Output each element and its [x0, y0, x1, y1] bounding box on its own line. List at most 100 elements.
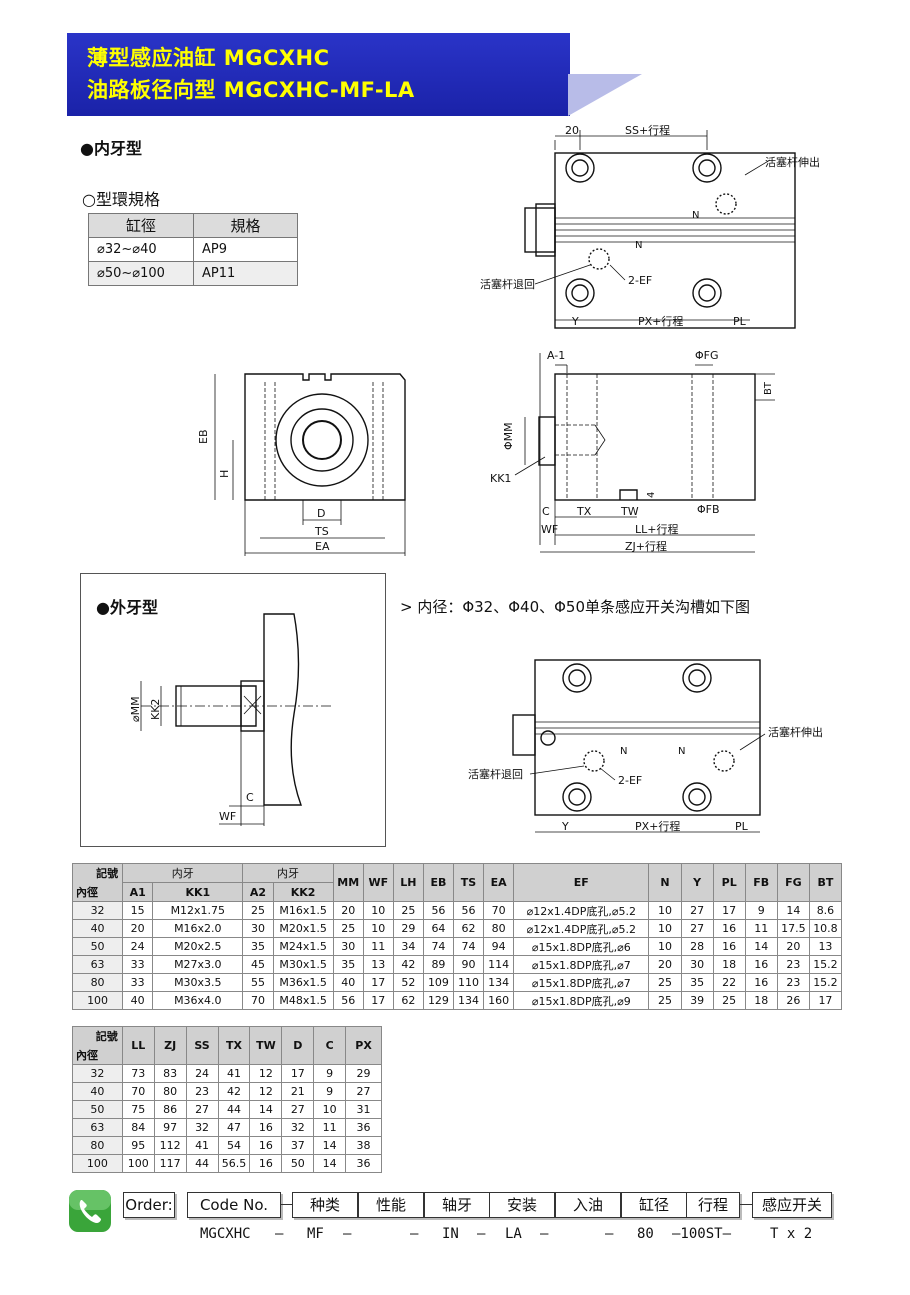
- table1-bore-cell: 63: [71, 955, 124, 974]
- table1-subheader: KK1: [152, 882, 244, 902]
- table1-cell: 10: [648, 901, 682, 920]
- table1-cell: 10.8: [808, 919, 843, 938]
- table2-cell: 70: [121, 1082, 155, 1101]
- order-box-5: 安装: [489, 1192, 555, 1218]
- order-box-0: Order:: [123, 1192, 175, 1218]
- table1-bore-cell: 40: [71, 919, 124, 938]
- front-view-drawing: EB H D TS EA: [197, 373, 406, 556]
- groove-label-retract: 活塞杆退回: [468, 767, 523, 781]
- internal-thread-heading: ●内牙型: [80, 139, 142, 158]
- table1-cell: 42: [392, 955, 424, 974]
- table2-header: ZJ: [153, 1026, 187, 1065]
- phone-icon: [69, 1190, 111, 1232]
- table1-cell: ⌀15x1.8DP底孔,⌀6: [513, 937, 650, 956]
- table2-cell: 27: [185, 1100, 219, 1119]
- dim-fg: ΦFG: [695, 349, 719, 362]
- dim-fb: ΦFB: [697, 503, 720, 516]
- table2-cell: 44: [185, 1154, 219, 1173]
- dim-eb: EB: [197, 430, 210, 445]
- table2-cell: 16: [249, 1154, 283, 1173]
- table2-cell: 100: [121, 1154, 155, 1173]
- table1-corner-top: 記號: [96, 867, 119, 880]
- order-connector: [740, 1204, 752, 1205]
- dim-ext-wf: WF: [219, 810, 236, 823]
- table2-header: PX: [345, 1026, 382, 1065]
- table1-header: BT: [808, 863, 843, 902]
- table1-cell: M16x2.0: [152, 919, 244, 938]
- table2-cell: 16: [249, 1136, 283, 1155]
- dim-ss: SS+行程: [625, 124, 670, 137]
- table1-cell: ⌀15x1.8DP底孔,⌀7: [513, 955, 650, 974]
- table2-header: SS: [185, 1026, 219, 1065]
- table1-bore-cell: 80: [71, 973, 124, 992]
- table2-corner-bottom: 內徑: [76, 1049, 98, 1062]
- order-box-3: 性能: [358, 1192, 424, 1218]
- table2-bore-cell: 63: [72, 1118, 123, 1137]
- dim-ts: TS: [314, 525, 329, 538]
- order-code-part: MGCXHC: [200, 1226, 251, 1242]
- spec-cell: ⌀50~⌀100: [88, 261, 194, 286]
- table1-cell: 30: [680, 955, 714, 974]
- dim-kk1: KK1: [490, 472, 511, 485]
- table1-cell: 16: [712, 937, 746, 956]
- label-extend: 活塞杆伸出: [765, 155, 820, 169]
- table1-cell: M24x1.5: [272, 937, 334, 956]
- order-code-part: —: [605, 1226, 614, 1242]
- order-code-part: —: [410, 1226, 419, 1242]
- table1-subheader: A2: [242, 882, 274, 902]
- table1-cell: 114: [483, 955, 515, 974]
- spec-header-bore: 缸徑: [88, 213, 194, 238]
- dim-a1: A-1: [547, 349, 565, 362]
- table2-cell: 42: [217, 1082, 251, 1101]
- table1-cell: 129: [422, 991, 454, 1010]
- table1-corner-bottom: 內徑: [76, 886, 98, 899]
- spec-cell: AP9: [193, 237, 298, 262]
- table1-cell: 20: [122, 919, 154, 938]
- order-code-part: MF: [307, 1226, 324, 1242]
- order-code-part: —: [477, 1226, 486, 1242]
- table1-cell: 134: [483, 973, 515, 992]
- table1-cell: 56: [332, 991, 364, 1010]
- table2-cell: 47: [217, 1118, 251, 1137]
- table2-bore-cell: 80: [72, 1136, 123, 1155]
- side-view-drawing: A-1 ΦFG BT ΦMM KK1 4 C TX TW ΦFB WF LL+行…: [490, 349, 775, 553]
- table1-cell: 110: [452, 973, 485, 992]
- table2-cell: 12: [249, 1082, 283, 1101]
- table2-cell: 75: [121, 1100, 155, 1119]
- order-box-9: 感应开关: [752, 1192, 832, 1218]
- table1-cell: M20x2.5: [152, 937, 244, 956]
- table1-cell: 74: [422, 937, 454, 956]
- table1-cell: 10: [648, 919, 682, 938]
- table1-bore-cell: 32: [71, 901, 124, 920]
- table1-header: PL: [712, 863, 746, 902]
- table1-cell: 20: [332, 901, 364, 920]
- table2-header: C: [313, 1026, 347, 1065]
- table1-cell: 17.5: [776, 919, 810, 938]
- table1-group-2: 内牙: [242, 863, 334, 883]
- table1-cell: 10: [648, 937, 682, 956]
- table1-header: LH: [392, 863, 424, 902]
- order-box-4: 轴牙: [424, 1192, 490, 1218]
- external-thread-panel: ●外牙型 ⌀MM KK2 C WF: [80, 573, 386, 847]
- table2-cell: 50: [281, 1154, 315, 1173]
- table1-cell: 109: [422, 973, 454, 992]
- table1-cell: 13: [808, 937, 843, 956]
- groove-dim-px: PX+行程: [635, 820, 680, 833]
- table2-cell: 27: [345, 1082, 382, 1101]
- table1-cell: 17: [712, 901, 746, 920]
- table1-cell: 16: [744, 955, 778, 974]
- table2-cell: 36: [345, 1118, 382, 1137]
- table1-cell: M30x1.5: [272, 955, 334, 974]
- table1-cell: 56: [452, 901, 485, 920]
- table2-cell: 37: [281, 1136, 315, 1155]
- table2-cell: 56.5: [217, 1154, 251, 1173]
- table1-cell: ⌀12x1.4DP底孔,⌀5.2: [513, 919, 650, 938]
- table2-cell: 44: [217, 1100, 251, 1119]
- table1-cell: 34: [392, 937, 424, 956]
